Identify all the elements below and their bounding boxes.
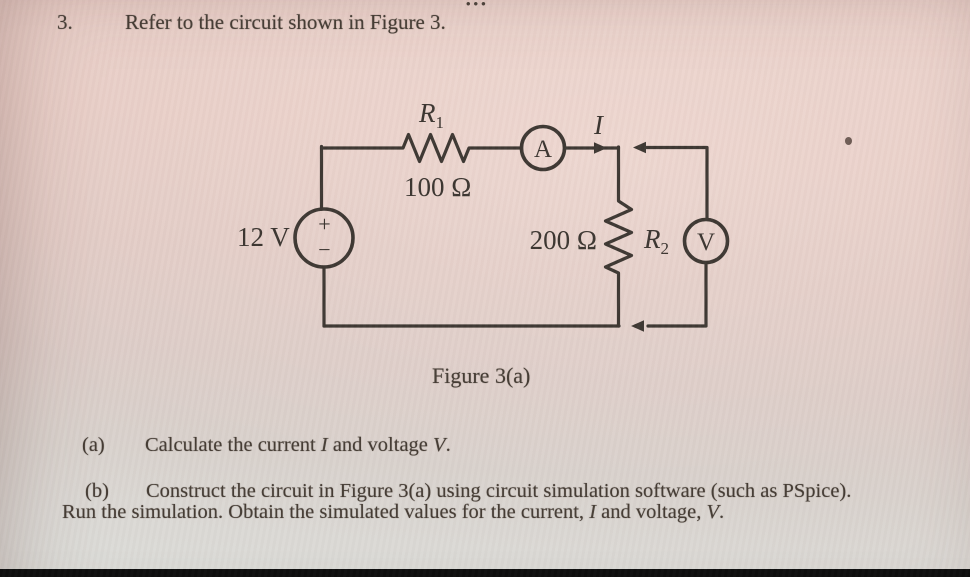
problem-number: 3.	[57, 10, 73, 34]
voltmeter-branch-bottom	[646, 260, 708, 328]
r1-value-label: 100 Ω	[404, 172, 471, 202]
r2-value-label: 200 Ω	[530, 225, 597, 255]
question-b-line2: Run the simulation. Obtain the simulated…	[62, 501, 725, 523]
question-b-label: (b)	[85, 480, 109, 502]
problem-title: Refer to the circuit shown in Figure 3.	[125, 10, 446, 34]
question-a-label: (a)	[82, 434, 105, 456]
r1-name-label: R1	[418, 98, 444, 132]
question-b-line1: Construct the circuit in Figure 3(a) usi…	[146, 480, 852, 502]
voltmeter-branch-top	[643, 145, 709, 221]
current-arrowhead	[594, 142, 607, 154]
screen-bottom-bar	[0, 569, 970, 577]
current-symbol: I	[320, 434, 328, 456]
top-wire-and-r1-resistor	[319, 132, 524, 164]
voltmeter-bottom-arrowhead	[631, 320, 644, 332]
ammeter-letter: A	[534, 136, 552, 163]
paper-speck	[845, 137, 852, 145]
figure-caption: Figure 3(a)	[432, 363, 531, 388]
plus-sign: +	[318, 212, 330, 237]
current-label: I	[593, 110, 605, 140]
question-a-text: Calculate the current I and voltage V.	[145, 434, 451, 456]
r2-name-label: R2	[643, 224, 669, 258]
minus-sign: −	[318, 237, 330, 262]
voltage-symbol: V	[433, 434, 446, 456]
voltmeter-top-arrowhead	[633, 141, 646, 154]
voltmeter-letter: V	[697, 229, 715, 256]
ellipsis-marks: •••	[466, 0, 489, 11]
current-symbol: I	[589, 501, 597, 523]
source-value-label: 12 V	[237, 222, 290, 252]
r2-branch-with-zigzag	[603, 145, 634, 328]
voltage-symbol: V	[706, 501, 719, 523]
